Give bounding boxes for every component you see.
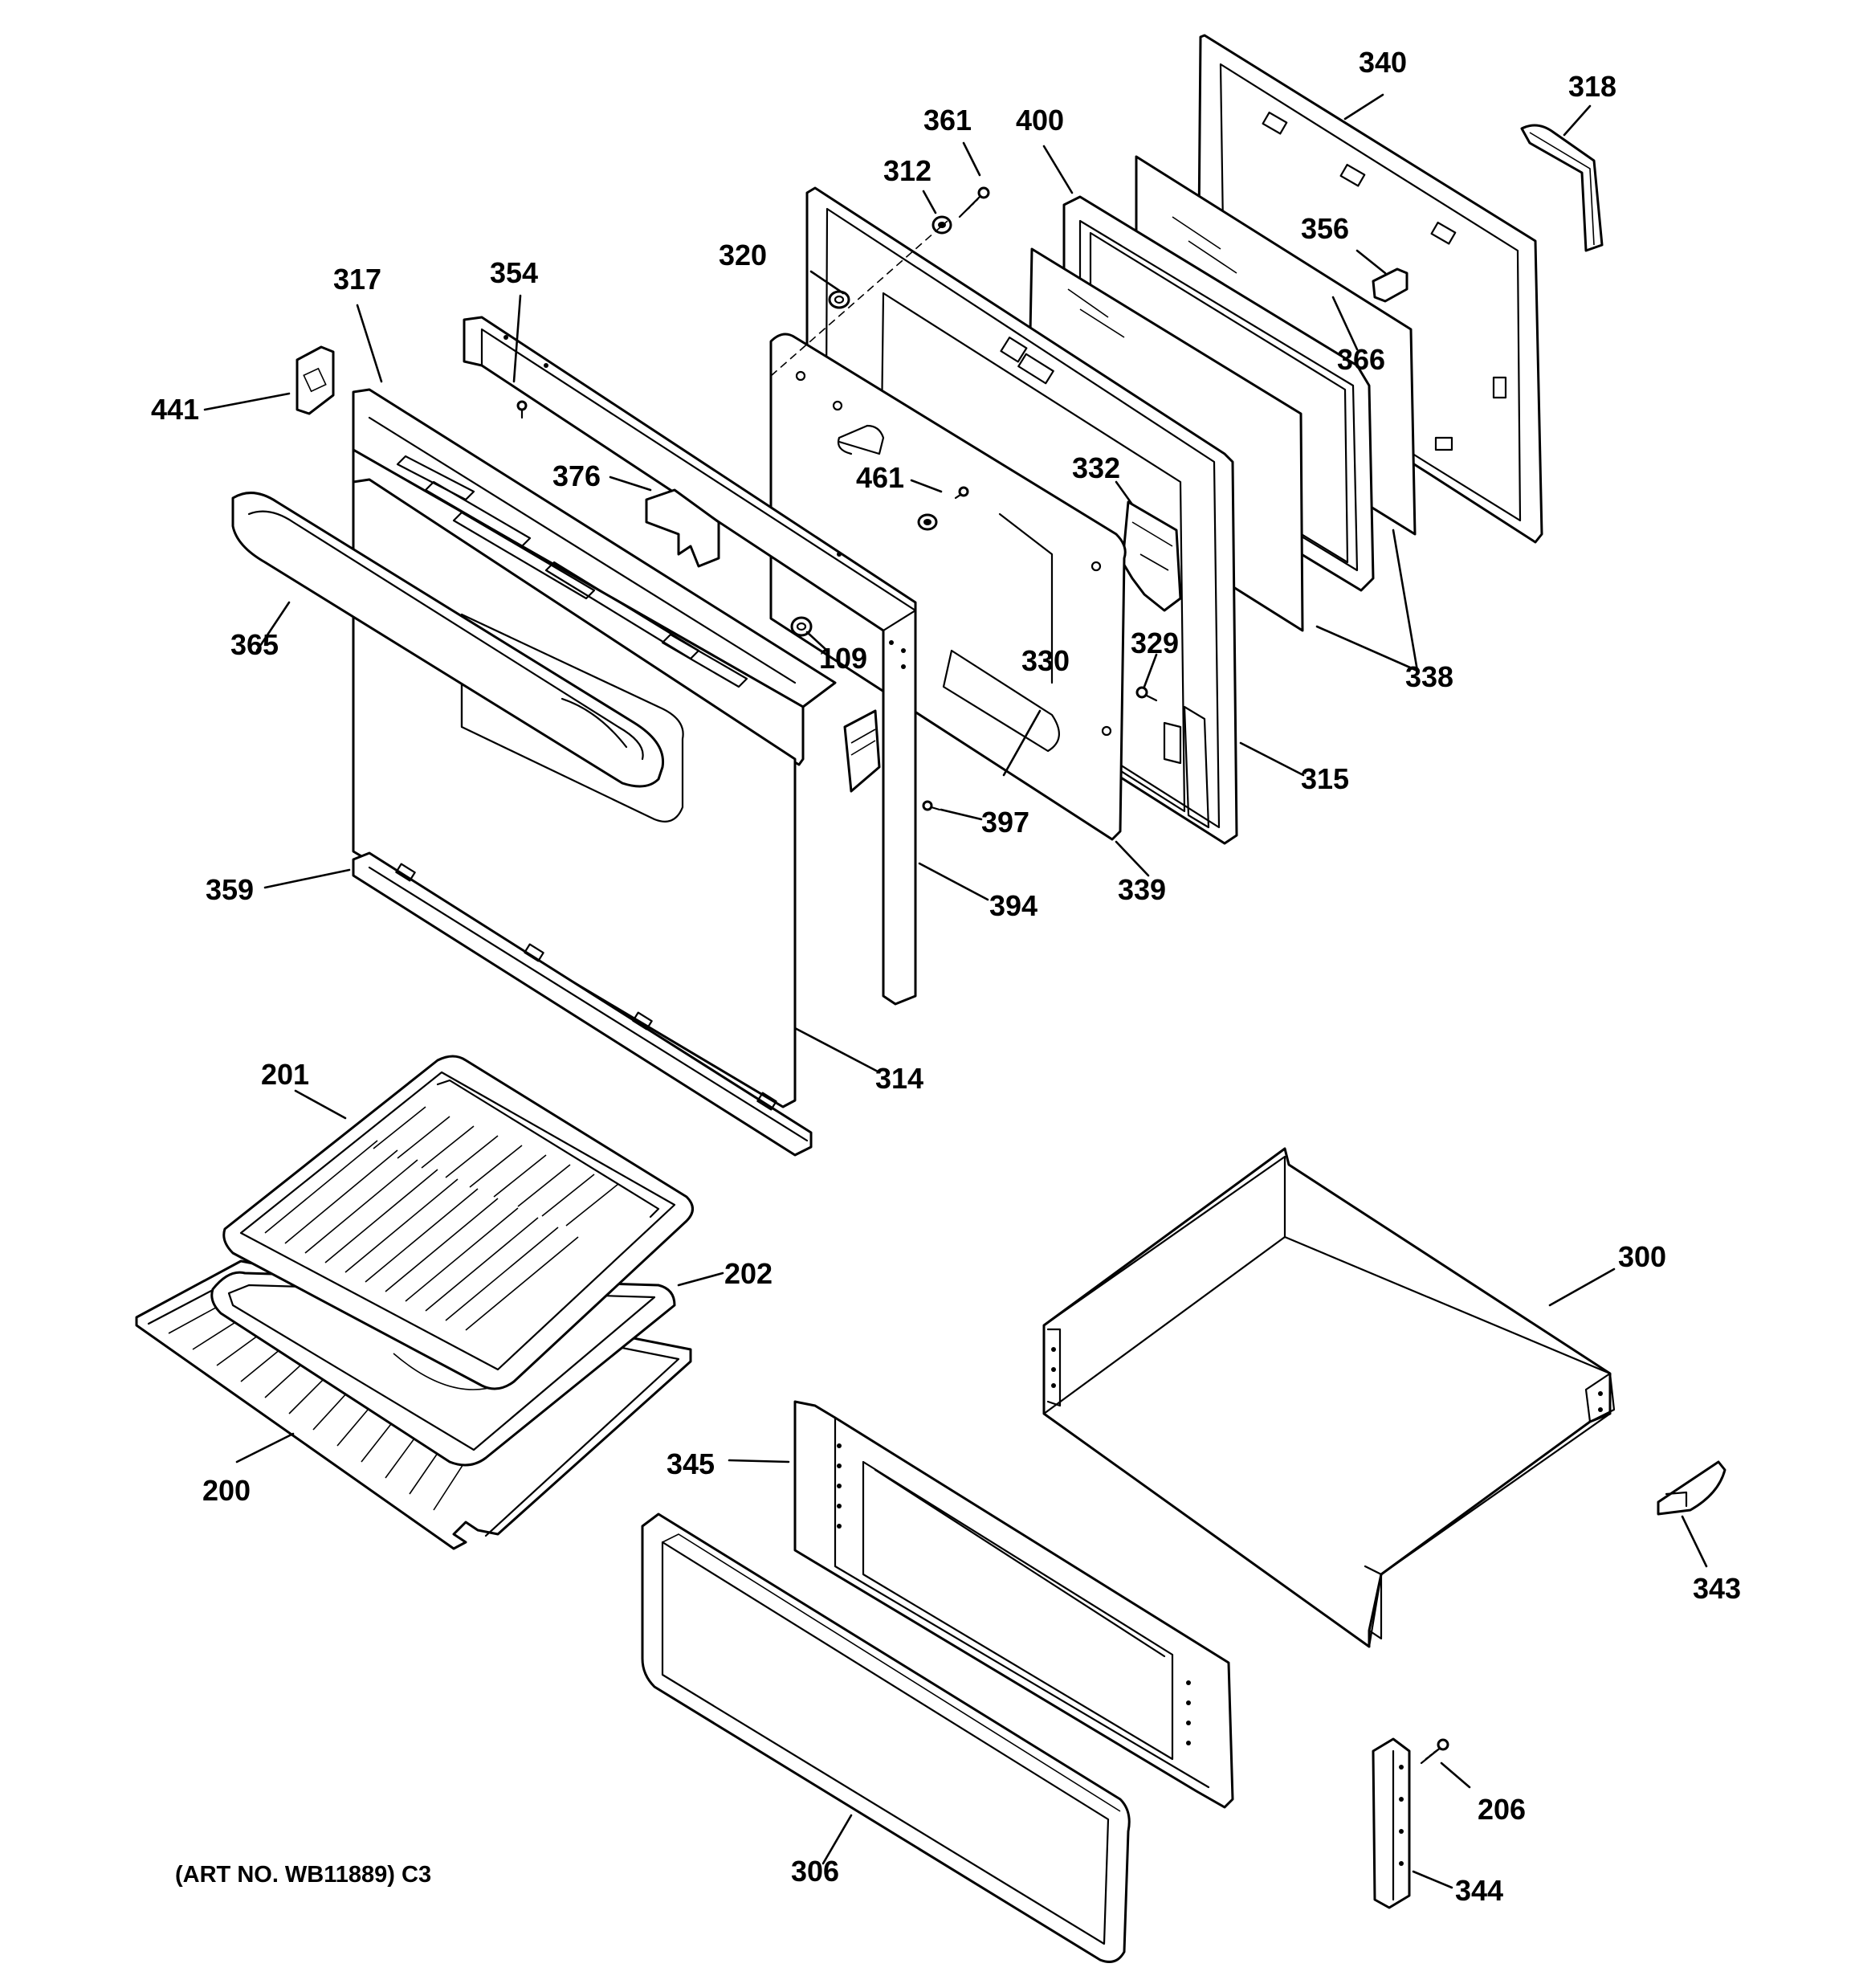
part-356-bracket (1372, 267, 1408, 303)
callout-345: 345 (667, 1447, 715, 1480)
door-hinge-plate (843, 709, 881, 793)
callout-461: 461 (856, 461, 904, 494)
callout-359: 359 (206, 873, 254, 906)
callout-343: 343 (1693, 1572, 1741, 1605)
callout-394: 394 (989, 889, 1037, 922)
callout-376: 376 (552, 459, 601, 492)
part-320-grommet (828, 290, 850, 309)
callout-315: 315 (1301, 762, 1349, 795)
part-376-latch (645, 488, 720, 568)
callout-202: 202 (724, 1257, 773, 1290)
callout-300: 300 (1618, 1240, 1666, 1273)
callout-201: 201 (261, 1058, 309, 1091)
callout-312: 312 (883, 154, 932, 187)
part-394-door-frame (463, 316, 917, 1006)
callout-356: 356 (1301, 212, 1349, 245)
part-329-screw (1135, 686, 1158, 702)
callout-397: 397 (981, 806, 1029, 839)
callout-340: 340 (1359, 46, 1407, 79)
callout-labels: 340 318 361 400 312 356 320 366 317 354 … (151, 46, 1741, 1907)
part-201-broiler-grid (222, 1055, 694, 1390)
callout-320: 320 (719, 239, 767, 271)
callout-206: 206 (1478, 1793, 1526, 1826)
leader-lines (203, 93, 1708, 1889)
callout-344: 344 (1455, 1874, 1503, 1907)
callout-306: 306 (791, 1855, 839, 1888)
callout-109: 109 (819, 642, 867, 675)
part-300-drawer-box (1042, 1147, 1616, 1648)
part-344-slide-bracket (1372, 1737, 1411, 1909)
part-365-door-handle (231, 492, 665, 788)
part-318-gasket (1520, 124, 1604, 252)
callout-317: 317 (333, 263, 381, 296)
art-number: (ART NO. WB11889) C3 (175, 1862, 431, 1888)
callout-339: 339 (1118, 873, 1166, 906)
part-361-screw (958, 186, 990, 218)
callout-400: 400 (1016, 104, 1064, 137)
part-461-fastener (917, 486, 969, 531)
callout-338: 338 (1405, 660, 1453, 693)
callout-441: 441 (151, 393, 199, 426)
part-317-vent-trim (352, 388, 837, 766)
callout-200: 200 (202, 1474, 251, 1507)
callout-318: 318 (1568, 70, 1616, 103)
callout-314: 314 (875, 1062, 923, 1095)
callout-354: 354 (490, 256, 538, 289)
part-206-screw (1420, 1738, 1449, 1765)
part-345-drawer-front-frame (793, 1400, 1234, 1809)
callout-329: 329 (1131, 627, 1179, 659)
part-397-screw (922, 800, 941, 811)
part-109-grommet (790, 616, 813, 637)
callout-366: 366 (1337, 343, 1385, 376)
part-339-door-liner (769, 333, 1127, 841)
callout-361: 361 (923, 104, 972, 137)
part-354-screw (516, 400, 528, 419)
part-359-door-bottom-trim (352, 851, 813, 1157)
part-343-drawer-stop (1657, 1460, 1726, 1516)
part-441-badge (296, 345, 335, 415)
callout-330: 330 (1021, 644, 1070, 677)
callout-365: 365 (230, 628, 279, 661)
part-306-drawer-front-panel (641, 1512, 1131, 1963)
callout-332: 332 (1072, 451, 1120, 484)
